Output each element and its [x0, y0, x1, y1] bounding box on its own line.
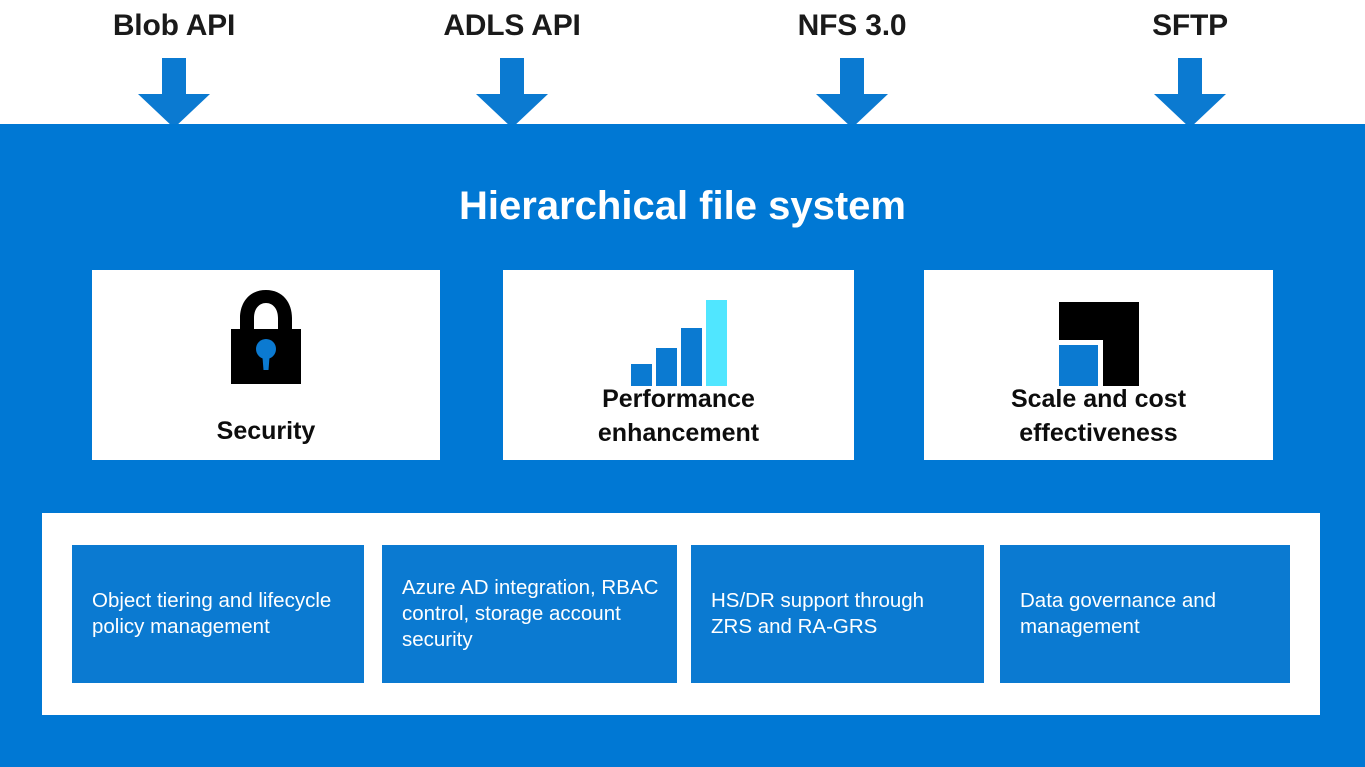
api-label-nfs: NFS 3.0 [797, 9, 907, 42]
hierarchical-file-system-panel: Hierarchical file system Security [0, 124, 1365, 767]
feature-card-security[interactable]: Security [92, 270, 440, 460]
capability-text: Data governance and management [1020, 589, 1217, 638]
feature-card-group: Security Performance enhancement [92, 270, 1273, 460]
capability-text: Object tiering and lifecycle policy mana… [92, 589, 332, 638]
lock-icon [231, 290, 301, 384]
lock-icon-wrap [92, 282, 440, 386]
capability-text: HS/DR support through ZRS and RA-GRS [711, 589, 925, 638]
capability-box-object-tiering[interactable]: Object tiering and lifecycle policy mana… [72, 545, 364, 683]
capability-text: Azure AD integration, RBAC control, stor… [402, 576, 659, 651]
down-arrow-icon [138, 58, 210, 128]
down-arrow-icon [816, 58, 888, 128]
capability-box-data-governance[interactable]: Data governance and management [1000, 545, 1290, 683]
down-arrow-icon [476, 58, 548, 128]
api-entry-adls: ADLS API [402, 0, 622, 128]
feature-card-label-scale: Scale and cost effectiveness [1010, 385, 1187, 447]
capability-box-hsdr[interactable]: HS/DR support through ZRS and RA-GRS [691, 545, 984, 683]
feature-card-scale[interactable]: Scale and cost effectiveness [924, 270, 1273, 460]
bar-chart-icon-wrap [503, 282, 854, 386]
down-arrow-icon [1154, 58, 1226, 128]
api-label-blob: Blob API [112, 9, 236, 42]
api-entry-blob: Blob API [64, 0, 284, 128]
page-title: Hierarchical file system [459, 184, 906, 228]
api-entry-sftp: SFTP [1080, 0, 1300, 128]
api-entry-nfs: NFS 3.0 [742, 0, 962, 128]
bar-chart-icon [630, 300, 727, 386]
feature-card-label-security: Security [216, 417, 316, 445]
scale-blocks-icon-wrap [924, 282, 1273, 386]
feature-card-performance[interactable]: Performance enhancement [503, 270, 854, 460]
capability-box-azure-ad[interactable]: Azure AD integration, RBAC control, stor… [382, 545, 677, 683]
api-label-sftp: SFTP [1152, 9, 1228, 42]
capability-panel: Object tiering and lifecycle policy mana… [42, 513, 1320, 715]
api-label-adls: ADLS API [443, 9, 581, 42]
scale-blocks-icon [1058, 302, 1139, 386]
feature-card-label-performance: Performance enhancement [597, 385, 760, 447]
api-header-row: Blob API ADLS API NFS 3.0 SFTP [0, 0, 1365, 128]
